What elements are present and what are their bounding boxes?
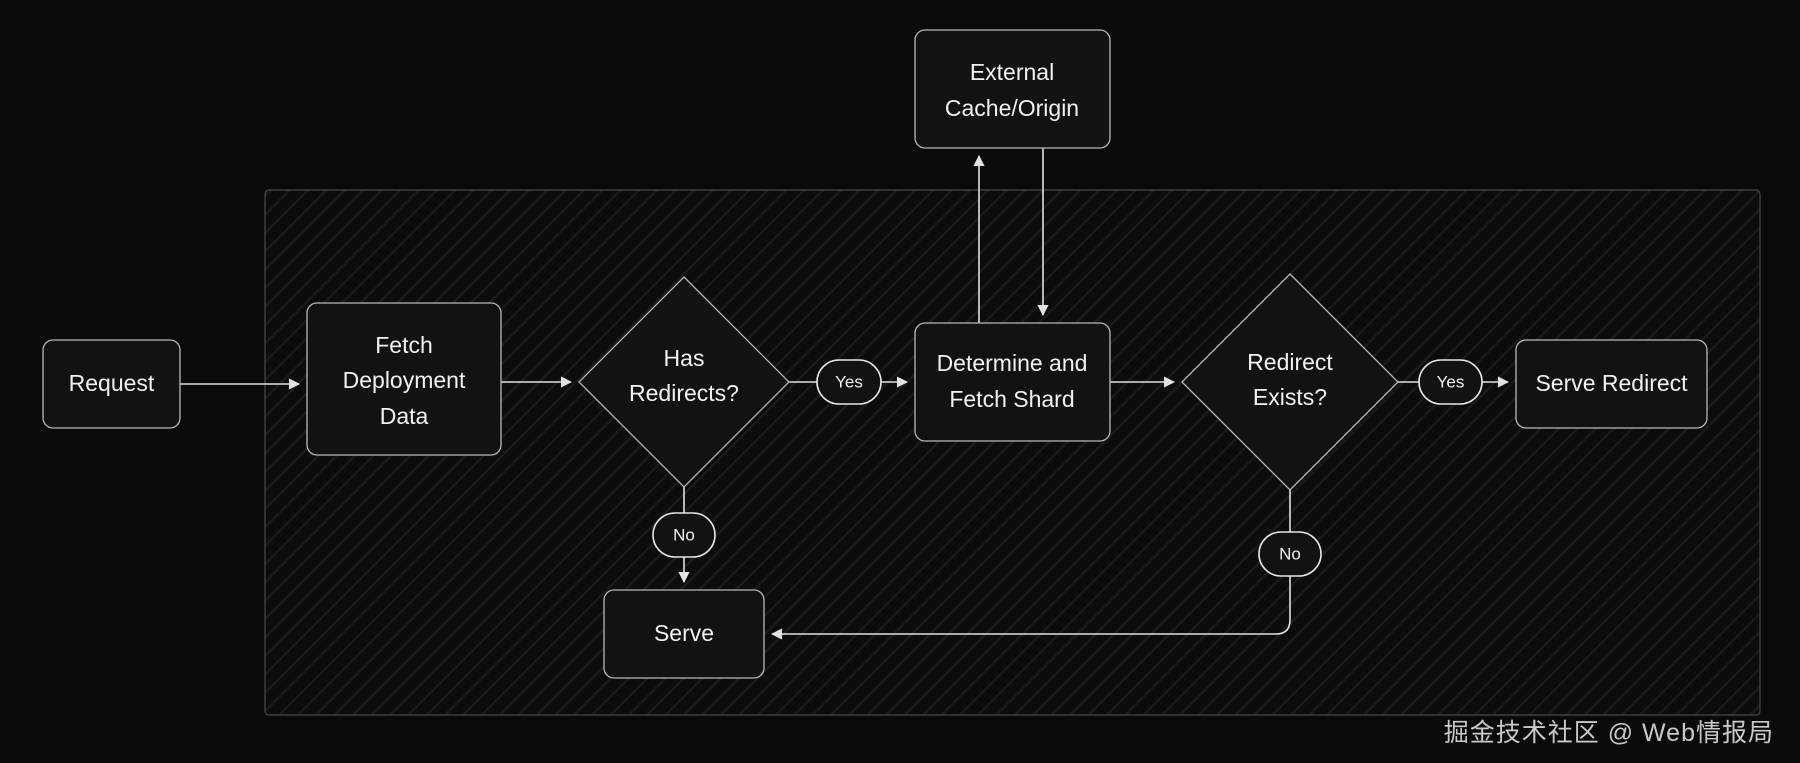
node-external-cache-origin[interactable]: External Cache/Origin [914, 29, 1111, 149]
edge-label-redirect-exists-no: No [1258, 531, 1322, 577]
node-serve-redirect-label: Serve Redirect [1535, 370, 1688, 396]
node-fetch-deployment-data[interactable]: Fetch Deployment Data [306, 302, 502, 456]
node-has-redirects-line-1: Has [664, 345, 705, 371]
edges-layer [180, 148, 1510, 640]
edge-label-has-redirects-yes: Yes [816, 359, 882, 405]
node-redirect-exists-line-2: Exists? [1253, 384, 1327, 410]
edge-label-redirect-exists-yes-text: Yes [1437, 372, 1465, 391]
node-external-line-1: External [970, 59, 1054, 85]
node-redirect-exists[interactable]: Redirect Exists? [1181, 273, 1399, 491]
edge-no-pill-to-serve [770, 576, 1291, 640]
node-determine-line-2: Fetch Shard [949, 386, 1074, 412]
edge-label-redirect-exists-yes: Yes [1418, 359, 1483, 405]
subgraph-container [264, 189, 1761, 716]
node-serve-redirect[interactable]: Serve Redirect [1515, 339, 1708, 429]
node-has-redirects[interactable]: Has Redirects? [578, 276, 790, 488]
node-serve-label: Serve [654, 620, 714, 646]
node-determine-line-1: Determine and [937, 350, 1088, 376]
edge-label-redirect-exists-no-text: No [1279, 544, 1301, 563]
node-fetch-line-1: Fetch [375, 332, 433, 358]
edge-label-has-redirects-no: No [652, 512, 716, 558]
node-redirect-exists-line-1: Redirect [1247, 349, 1333, 375]
node-request-label: Request [69, 370, 155, 396]
nodes-layer: Request Fetch Deployment Data Has Redire… [42, 29, 1708, 679]
node-fetch-line-2: Deployment [343, 367, 466, 393]
node-request[interactable]: Request [42, 339, 181, 429]
edge-label-has-redirects-yes-text: Yes [835, 372, 863, 391]
node-fetch-line-3: Data [380, 403, 429, 429]
watermark: 掘金技术社区 @ Web情报局 [1443, 719, 1774, 747]
node-external-line-2: Cache/Origin [945, 95, 1079, 121]
edge-labels-layer: Yes No Yes No [652, 359, 1483, 577]
node-determine-and-fetch-shard[interactable]: Determine and Fetch Shard [914, 322, 1111, 442]
edge-label-has-redirects-no-text: No [673, 525, 695, 544]
node-has-redirects-line-2: Redirects? [629, 380, 739, 406]
node-serve[interactable]: Serve [603, 589, 765, 679]
